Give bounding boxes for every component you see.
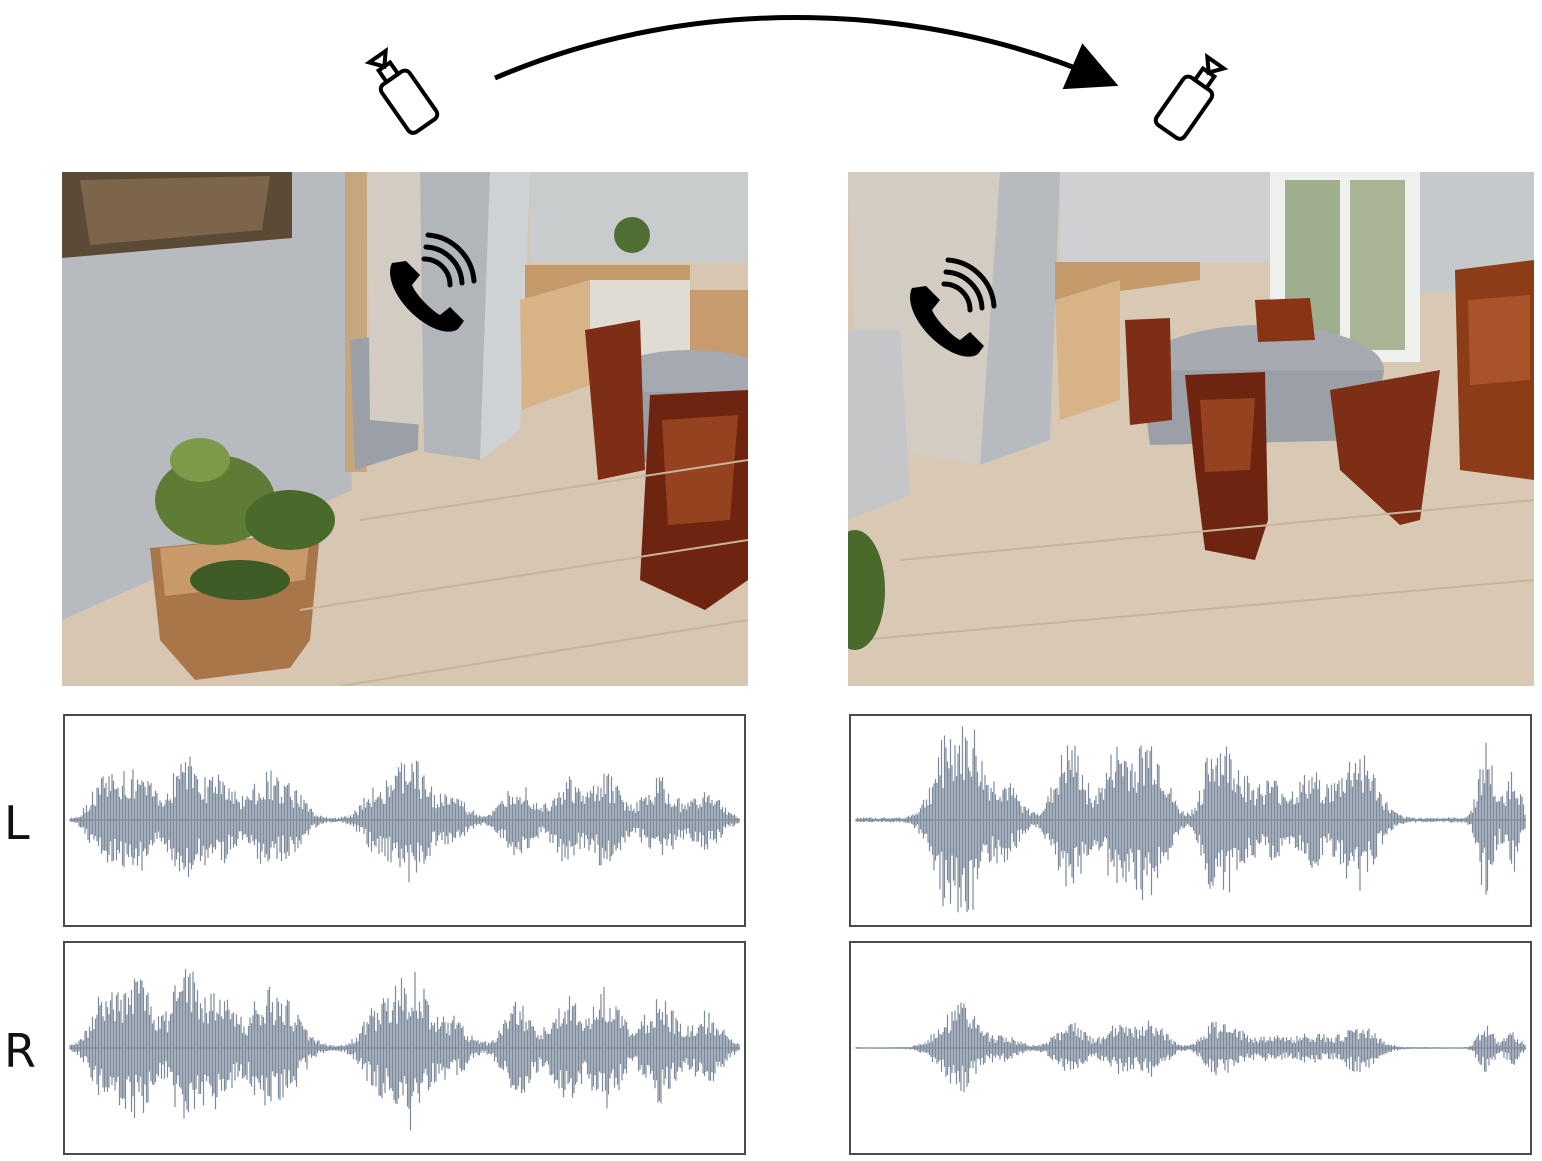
phone-ringing-icon [390,232,477,332]
camera-icon [364,46,440,135]
channel-label-left: L [4,796,30,850]
arrow-icon [494,15,1119,90]
waveforms [69,726,1526,1131]
camera-icon [1153,52,1229,141]
scene-view-after [848,172,1534,686]
channel-label-right: R [4,1024,36,1078]
waveform-trace [69,968,740,1131]
phone-ringing-icon [910,257,997,357]
scene-view-before [62,172,748,686]
